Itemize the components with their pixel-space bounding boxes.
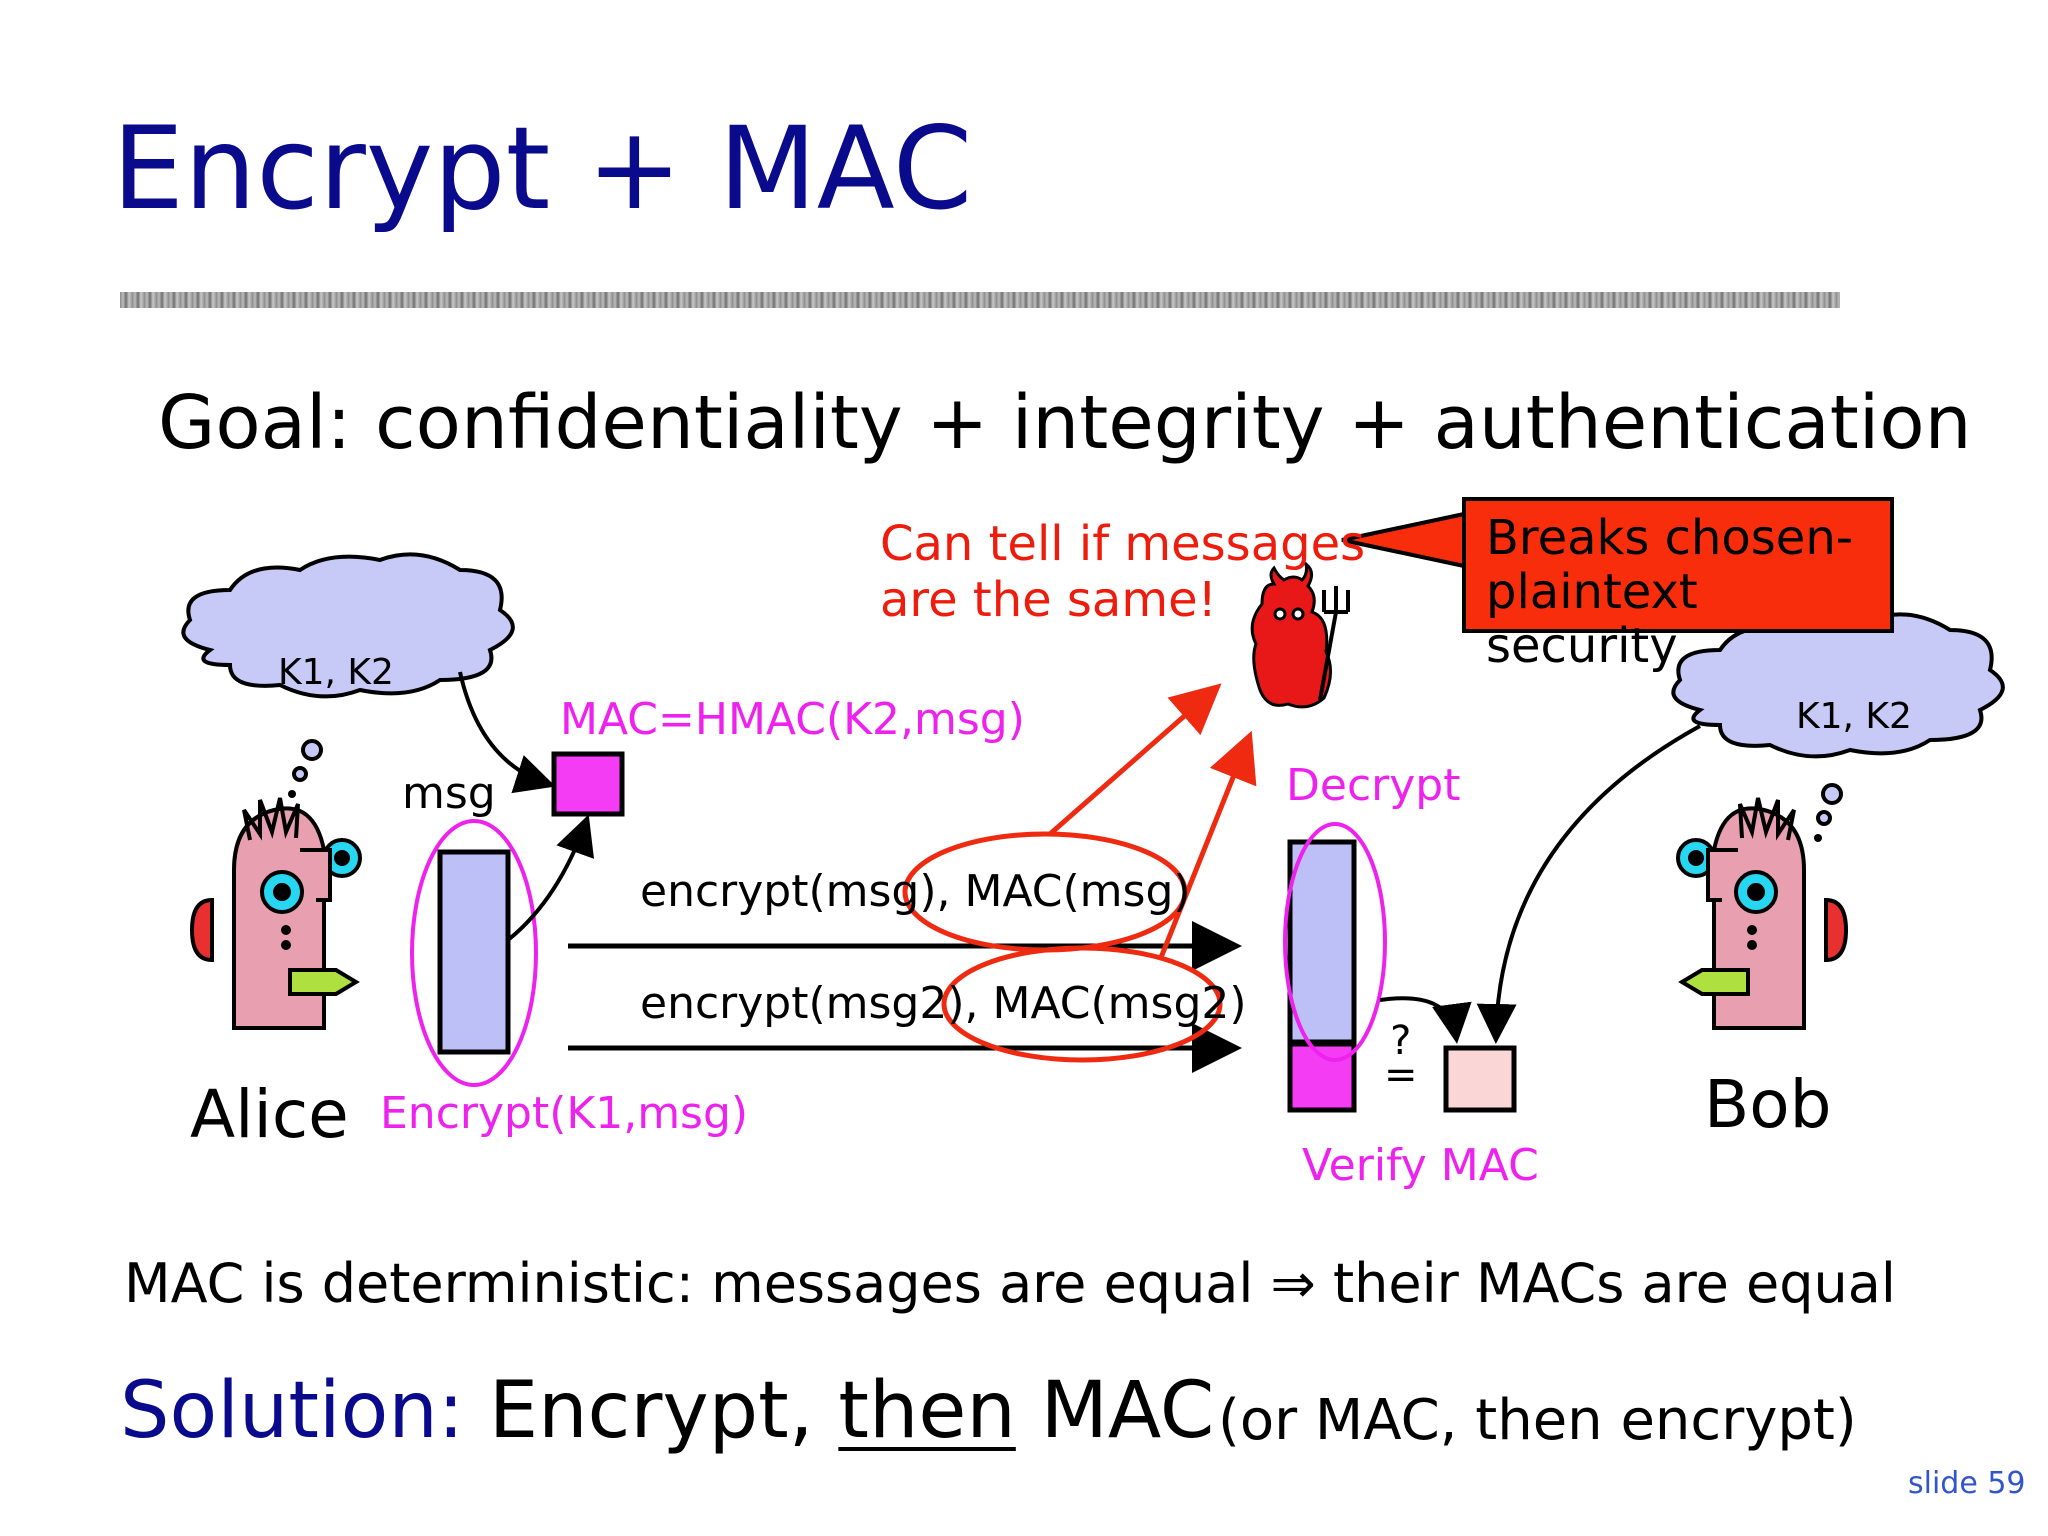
compare-equals: = [1384, 1052, 1418, 1098]
msg-label: msg [402, 768, 496, 819]
decrypt-ellipse [1283, 822, 1387, 1062]
red-arrow-2 [1157, 730, 1257, 961]
alice-thought-cloud [181, 552, 515, 798]
compare-question: ? [1390, 1018, 1412, 1064]
breaks-callout: Breaks chosen- plaintext security [1462, 497, 1894, 673]
bob-cipher-block [1287, 839, 1357, 1045]
slide-number: slide 59 [1908, 1466, 2026, 1501]
flow-2-label: encrypt(msg2), MAC(msg2) [640, 978, 1247, 1029]
flow-2-enc: encrypt(msg2), [640, 978, 979, 1029]
bob-thought-cloud [1671, 612, 2005, 842]
mac-ellipse-2 [941, 945, 1223, 1063]
flow-1-mac: MAC(msg) [964, 866, 1191, 917]
verify-box [1443, 1045, 1517, 1113]
bob-keys: K1, K2 [1796, 696, 1912, 737]
flow-2-mac: MAC(msg2) [992, 978, 1247, 1029]
arrow-keys-to-verify [1476, 724, 1701, 1044]
flow-1-enc: encrypt(msg), [640, 866, 951, 917]
decrypt-label: Decrypt [1286, 760, 1461, 811]
arrow-msg-to-mac [506, 814, 595, 942]
devil-icon [1250, 560, 1350, 709]
mac-label: MAC=HMAC(K2,msg) [560, 694, 1025, 745]
bob-figure [1676, 797, 1849, 1030]
red-arrow-1 [1048, 683, 1222, 836]
compare-symbol: ? = [1384, 1018, 1418, 1098]
alice-keys: K1, K2 [278, 652, 394, 693]
arrow-keys-to-mac [458, 671, 556, 794]
flow-1-label: encrypt(msg), MAC(msg) [640, 866, 1191, 917]
attacker-note-line2: are the same! [880, 572, 1217, 628]
alice-msg-block [437, 849, 511, 1055]
breaks-line1: Breaks chosen- [1486, 510, 1854, 566]
title-divider [120, 292, 1840, 308]
slide-title: Encrypt + MAC [112, 102, 973, 235]
encrypt-ellipse [410, 819, 538, 1087]
solution-line: Solution: Encrypt, then MAC [120, 1366, 1214, 1456]
breaks-line2: plaintext security [1486, 564, 1698, 674]
solution-pre: Encrypt, [488, 1366, 814, 1456]
alice-figure [189, 797, 362, 1030]
attacker-note: Can tell if messages are the same! [880, 516, 1365, 628]
solution-post: MAC [1040, 1366, 1215, 1456]
solution-then: then [838, 1366, 1016, 1456]
callout-pointer [1341, 512, 1465, 568]
encrypt-label: Encrypt(K1,msg) [380, 1088, 749, 1139]
solution-label: Solution: [120, 1366, 465, 1456]
mac-box [551, 751, 625, 817]
verify-label: Verify MAC [1302, 1140, 1539, 1191]
goal-text: Goal: confidentiality + integrity + auth… [158, 380, 1972, 466]
bob-label: Bob [1704, 1066, 1832, 1143]
solution-alternative: (or MAC, then encrypt) [1218, 1388, 1857, 1453]
alice-label: Alice [190, 1076, 349, 1153]
deterministic-note: MAC is deterministic: messages are equal… [124, 1252, 1896, 1315]
arrow-decrypt-to-verify [1379, 996, 1472, 1044]
attacker-note-line1: Can tell if messages [880, 516, 1366, 572]
